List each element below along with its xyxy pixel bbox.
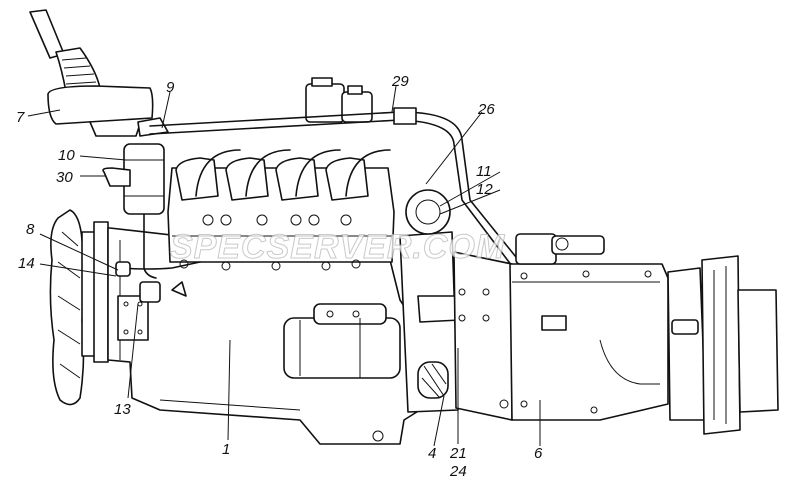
starter-motor (283, 303, 401, 379)
callout-10: 10 (58, 147, 75, 164)
range-housing (667, 255, 779, 435)
callout-4: 4 (428, 445, 436, 462)
callout-8: 8 (26, 221, 35, 238)
gearbox (509, 263, 669, 421)
callout-7: 7 (16, 109, 25, 126)
clutch-housing (399, 189, 461, 413)
shift-mechanism (515, 233, 605, 265)
fan (49, 209, 109, 406)
gear-shift-lever (29, 9, 169, 137)
callout-9: 9 (166, 79, 175, 96)
callout-21: 21 (449, 445, 467, 462)
bell-housing (453, 251, 513, 421)
leader-lines (27, 85, 541, 447)
shift-rod (149, 107, 521, 267)
callout-11: 11 (476, 163, 492, 180)
callout-12: 12 (476, 181, 493, 198)
callout-14: 14 (18, 255, 35, 272)
filter-housing (102, 143, 165, 279)
watermark: SPECSERVER.COM (170, 228, 505, 266)
callout-26: 26 (477, 101, 495, 118)
callout-13: 13 (114, 401, 131, 418)
callout-30: 30 (56, 169, 73, 186)
callout-labels: 1 4 6 7 8 9 10 11 13 12 14 21 24 26 29 3… (16, 73, 543, 480)
callout-24: 24 (449, 463, 467, 480)
callout-1: 1 (222, 441, 230, 458)
fuel-lines (115, 261, 201, 277)
callout-6: 6 (534, 445, 543, 462)
engine-block (107, 227, 421, 445)
callout-29: 29 (391, 73, 409, 90)
cylinder-heads (167, 149, 395, 271)
